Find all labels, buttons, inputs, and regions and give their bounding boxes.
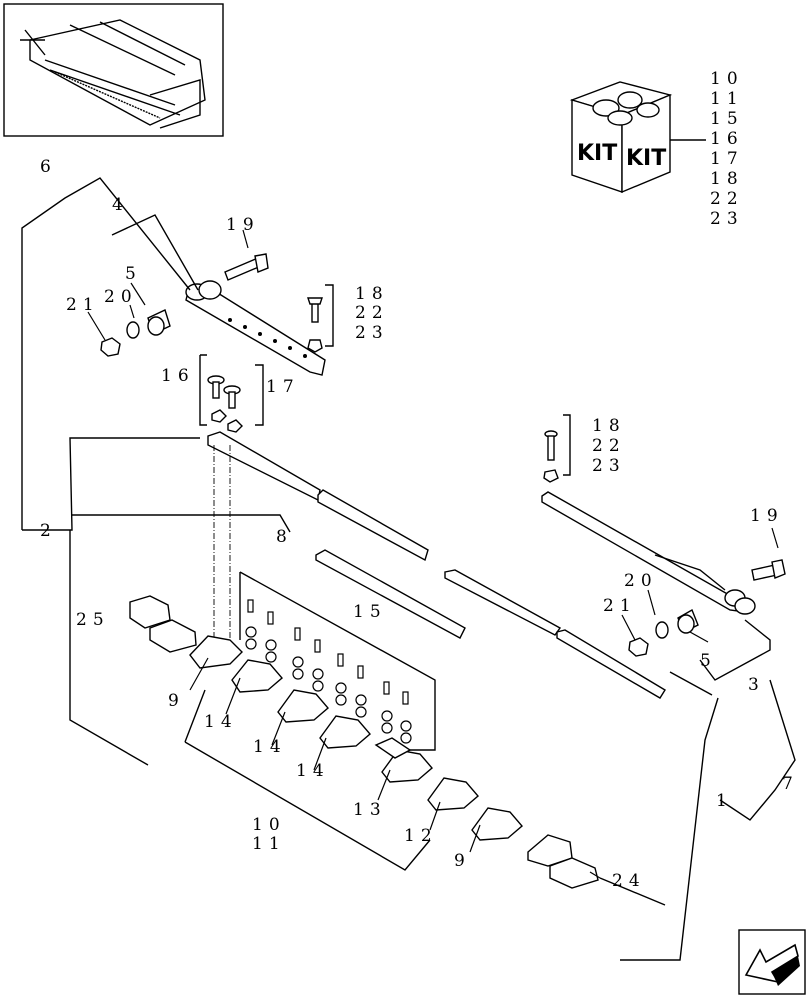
- callout-6: 6: [40, 157, 57, 177]
- kit-item: 10: [710, 69, 744, 89]
- washer-20-right: [655, 621, 669, 639]
- callout-4: 4: [112, 195, 129, 215]
- callout-14: 14: [296, 761, 330, 781]
- callout-2: 2: [40, 521, 57, 541]
- callout-13: 13: [353, 800, 387, 820]
- hardware-15-grid: [245, 599, 412, 744]
- callout-5: 5: [700, 651, 717, 671]
- callout-10: 10: [252, 815, 286, 835]
- knife-section-25: [129, 595, 197, 653]
- callout-12: 12: [404, 826, 438, 846]
- callout-labels: 6 4 19 5 21 20 18 22 23 16 17 18 22 23 1…: [40, 157, 799, 891]
- callout-8: 8: [276, 527, 293, 547]
- callout-16: 16: [161, 366, 195, 386]
- kit-item: 22: [710, 189, 744, 209]
- callout-11: 11: [252, 834, 286, 854]
- callout-22: 22: [355, 303, 389, 323]
- navigation-arrow-icon[interactable]: [738, 929, 806, 995]
- callout-3: 3: [748, 675, 765, 695]
- callout-24: 24: [612, 871, 646, 891]
- kit-label-right: KIT: [626, 146, 666, 171]
- callout-5: 5: [125, 264, 142, 284]
- callout-23: 23: [592, 456, 626, 476]
- callout-9: 9: [168, 691, 185, 711]
- callout-1: 1: [716, 791, 733, 811]
- callout-17: 17: [266, 377, 300, 397]
- kit-contents-list: 10 11 15 16 17 18 22 23: [710, 69, 744, 229]
- drive-arm-right: [541, 491, 756, 615]
- callout-18: 18: [355, 284, 389, 304]
- bolt-18-right: [543, 430, 559, 483]
- knife-section-13: [374, 737, 433, 783]
- knife-section-14c: [319, 715, 371, 749]
- callout-14: 14: [204, 712, 238, 732]
- callout-21: 21: [66, 295, 100, 315]
- bolts-16-17: [207, 375, 243, 433]
- callout-19: 19: [750, 506, 784, 526]
- bushing-5-right: [677, 608, 699, 634]
- callout-20: 20: [624, 571, 658, 591]
- callout-18: 18: [592, 416, 626, 436]
- callout-22: 22: [592, 436, 626, 456]
- bolt-19-right: [751, 559, 786, 581]
- knife-back-upper: [207, 431, 666, 699]
- washer-20-left: [126, 321, 140, 339]
- kit-item: 23: [710, 209, 744, 229]
- knife-section-9a: [189, 635, 243, 669]
- kit-box-icon: KIT KIT: [569, 81, 706, 194]
- nut-21-left: [100, 337, 121, 357]
- drive-arm-left: [185, 280, 326, 376]
- callout-15: 15: [353, 602, 387, 622]
- knife-section-9b: [471, 807, 523, 841]
- callout-7: 7: [782, 774, 799, 794]
- knife-section-24: [527, 834, 599, 889]
- kit-item: 16: [710, 129, 744, 149]
- kit-label-left: KIT: [577, 141, 617, 166]
- nut-21-right: [628, 637, 649, 657]
- bushing-5-left: [147, 309, 171, 336]
- callout-20: 20: [104, 287, 138, 307]
- bolt-18-left: [307, 297, 323, 353]
- knife-section-12: [427, 777, 479, 811]
- knife-section-14b: [277, 689, 329, 723]
- kit-item: 15: [710, 109, 744, 129]
- callout-14: 14: [253, 737, 287, 757]
- kit-item: 18: [710, 169, 744, 189]
- knife-section-14a: [231, 659, 283, 693]
- machine-thumbnail[interactable]: [3, 3, 224, 137]
- bolt-19-left: [224, 253, 269, 281]
- callout-9: 9: [454, 851, 471, 871]
- callout-21: 21: [603, 596, 637, 616]
- kit-item: 11: [710, 89, 744, 109]
- kit-item: 17: [710, 149, 744, 169]
- callout-23: 23: [355, 323, 389, 343]
- callout-25: 25: [76, 610, 110, 630]
- callout-19: 19: [226, 215, 260, 235]
